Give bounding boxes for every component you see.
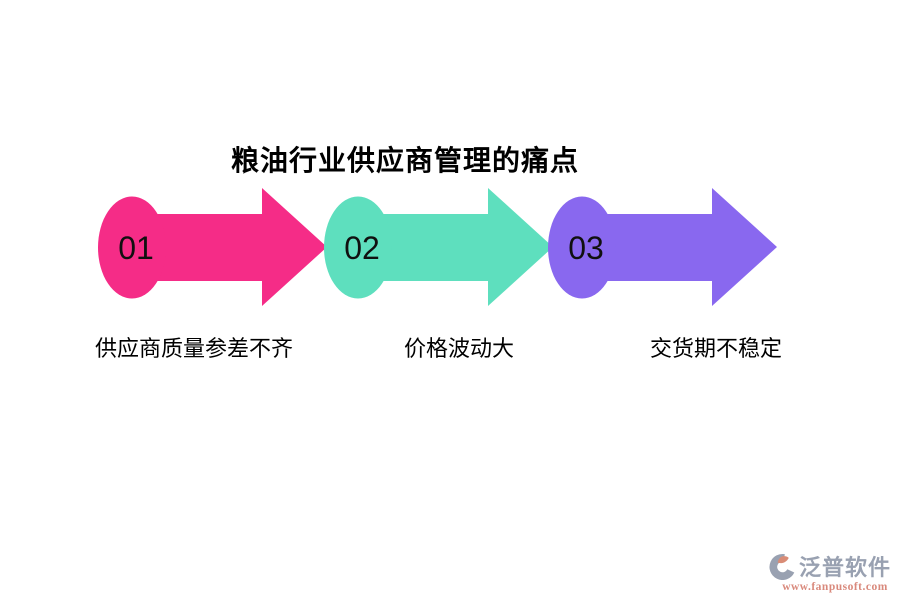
step-1-arrow: 01 <box>98 188 328 308</box>
step-3-arrow: 03 <box>548 188 778 308</box>
arrow-shape-2-icon: 02 <box>324 188 553 306</box>
arrow-body <box>364 188 553 306</box>
step-2-label: 价格波动大 <box>403 336 515 361</box>
step-1-label: 供应商质量参差不齐 <box>94 336 294 361</box>
brand-name: 泛普软件 <box>799 555 892 580</box>
step-circle <box>324 196 392 299</box>
step-number: 03 <box>568 230 604 266</box>
logo-petal <box>777 555 789 563</box>
diagram-title: 粮油行业供应商管理的痛点 <box>230 145 580 176</box>
step-number: 02 <box>344 230 380 266</box>
step-circle <box>98 196 166 299</box>
arrow-shape-1-icon: 01 <box>98 188 327 306</box>
step-circle <box>548 196 616 299</box>
step-number: 01 <box>118 230 154 266</box>
step-3-label: 交货期不稳定 <box>649 336 783 361</box>
arrow-body <box>588 188 777 306</box>
arrow-shape-3-icon: 03 <box>548 188 777 306</box>
brand-url: www.fanpusoft.com <box>782 581 888 593</box>
arrow-body <box>138 188 327 306</box>
fanpu-logo-icon <box>769 553 796 580</box>
step-2-arrow: 02 <box>324 188 554 308</box>
fanpu-logo: 泛普软件 www.fanpusoft.com <box>769 550 900 593</box>
